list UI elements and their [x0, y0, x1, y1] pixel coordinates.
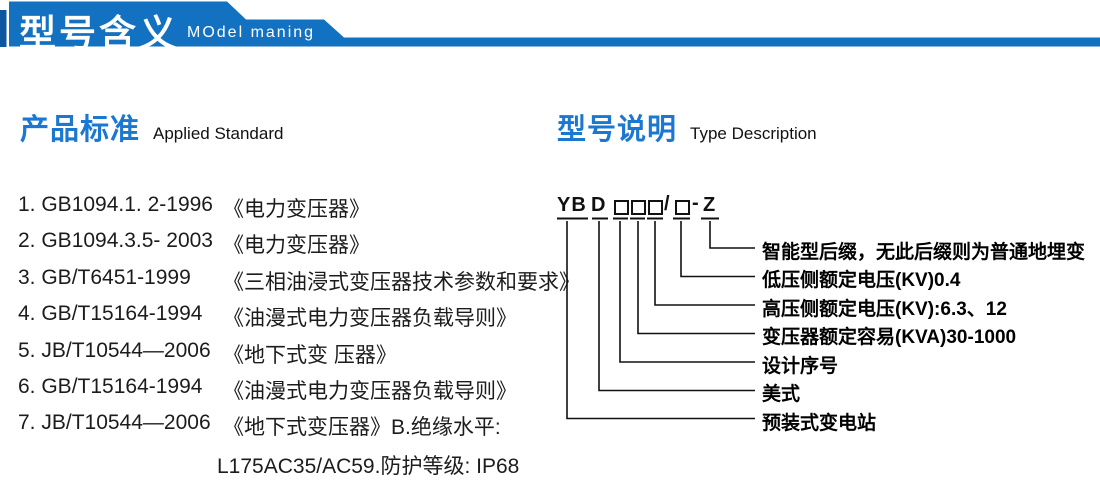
standards-heading: 产品标准 Applied Standard — [20, 106, 283, 148]
code-dash: - — [692, 192, 700, 214]
placeholder-box — [648, 200, 663, 215]
standard-code: 2. GB1094.3.5- 2003 — [18, 229, 213, 253]
standard-item: 5. JB/T10544—2006 《地下式变 压器》 — [18, 339, 558, 375]
standard-item: 4. GB/T15164-1994 《油漫式电力变压器负载导则》 — [18, 302, 558, 338]
banner-shape — [9, 1, 1100, 47]
standard-code: 4. GB/T15164-1994 — [18, 302, 203, 326]
standard-title: 《地下式变 压器》 — [223, 343, 397, 367]
header-banner — [0, 1, 1100, 47]
standard-title: 《油漫式电力变压器负载导则》 — [223, 379, 517, 403]
banner-subtitle: MOdel maning — [187, 24, 316, 41]
standard-code: 5. JB/T10544—2006 — [18, 338, 211, 362]
diagram-label-design-serial: 设计序号 — [762, 356, 839, 377]
code-slash: / — [664, 193, 671, 215]
standard-item: 6. GB/T15164-1994 《油漫式电力变压器负载导则》 — [18, 375, 558, 411]
standard-code: 3. GB/T6451-1999 — [18, 265, 191, 289]
standard-item: 1. GB1094.1. 2-1996 《电力变压器》 — [18, 193, 558, 229]
banner-title: 型号含义 — [19, 13, 179, 54]
standard-title: 《电力变压器》 — [223, 198, 370, 221]
code-prefix: YB — [557, 194, 587, 216]
diagram-label-lv-voltage: 低压侧额定电压(KV)0.4 — [762, 270, 961, 291]
standard-continuation: L175AC35/AC59.防护等级: IP68 — [217, 454, 520, 478]
code-letter: D — [591, 194, 607, 216]
code-suffix: Z — [703, 194, 717, 216]
model-heading: 型号说明 Type Description — [557, 106, 817, 148]
standards-heading-zh: 产品标准 — [20, 114, 141, 146]
banner-accent-bar — [0, 10, 7, 47]
placeholder-box — [614, 200, 629, 215]
standard-item: 3. GB/T6451-1999 《三相油浸式变压器技术参数和要求》 — [18, 265, 580, 302]
standard-title: 《三相油浸式变压器技术参数和要求》 — [223, 270, 580, 294]
diagram-label-rated-capacity: 变压器额定容易(KVA)30-1000 — [762, 327, 1017, 348]
diagram-label-prefab-substation: 预装式变电站 — [762, 413, 877, 434]
standard-code: 6. GB/T15164-1994 — [18, 374, 203, 398]
placeholder-box — [675, 200, 690, 215]
model-heading-zh: 型号说明 — [557, 114, 678, 146]
standard-code: 1. GB1094.1. 2-1996 — [18, 193, 213, 216]
model-heading-en: Type Description — [690, 124, 817, 143]
diagram-label-hv-voltage: 高压侧额定电压(KV):6.3、12 — [762, 299, 1007, 320]
standard-code: 7. JB/T10544—2006 — [18, 411, 211, 435]
standards-list: 1. GB1094.1. 2-1996 《电力变压器》 2. GB1094.3.… — [18, 193, 580, 484]
placeholder-box — [631, 200, 646, 215]
diagram-label-smart-suffix: 智能型后缀，无此后缀则为普通地埋变 — [762, 242, 1086, 263]
standard-item: 7. JB/T10544—2006 《地下式变压器》B.绝缘水平: — [18, 411, 558, 447]
standard-title: 《电力变压器》 — [223, 234, 370, 258]
standard-title: 《地下式变压器》B.绝缘水平: — [223, 416, 501, 440]
standard-item: 2. GB1094.3.5- 2003 《电力变压器》 — [18, 229, 558, 265]
diagram-label-american-style: 美式 — [762, 384, 801, 405]
standards-heading-en: Applied Standard — [153, 124, 284, 143]
standard-title: 《油漫式电力变压器负载导则》 — [223, 307, 517, 331]
